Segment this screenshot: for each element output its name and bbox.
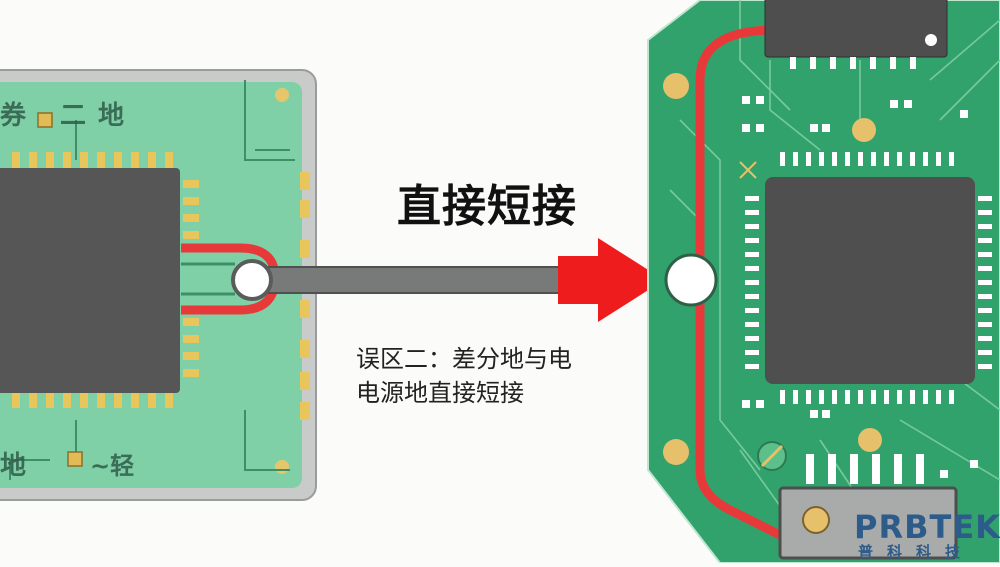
logo-subtitle: 普科科技 <box>858 543 975 561</box>
left-board-label: 地 <box>0 451 26 481</box>
left-chip <box>0 168 180 393</box>
brand-logo: PRBTEK 普科科技 <box>850 508 1000 561</box>
left-board-label: 券 <box>0 101 27 131</box>
right-chip <box>765 177 975 384</box>
right-via <box>664 253 718 307</box>
logo-brand: PRBTEK <box>854 508 1000 546</box>
left-via <box>231 259 273 301</box>
left-board: 券 二 地 地 ~轻 <box>0 69 317 501</box>
heading: 直接短接 <box>397 181 577 232</box>
red-trace <box>695 25 803 550</box>
arrow-icon <box>558 238 664 322</box>
left-board-label: 二 <box>60 101 86 131</box>
left-board-label: 地 <box>98 101 124 131</box>
caption: 误区二：差分地与电 电源地直接短接 <box>356 342 626 410</box>
left-corner-pad <box>275 460 289 474</box>
caption-line: 电源地直接短接 <box>356 379 524 407</box>
caption-line: 误区二：差分地与电 <box>356 345 572 373</box>
right-board <box>647 0 1000 564</box>
left-board-label: ~轻 <box>90 452 134 480</box>
left-corner-pad <box>275 88 289 102</box>
short-connection <box>231 259 565 301</box>
